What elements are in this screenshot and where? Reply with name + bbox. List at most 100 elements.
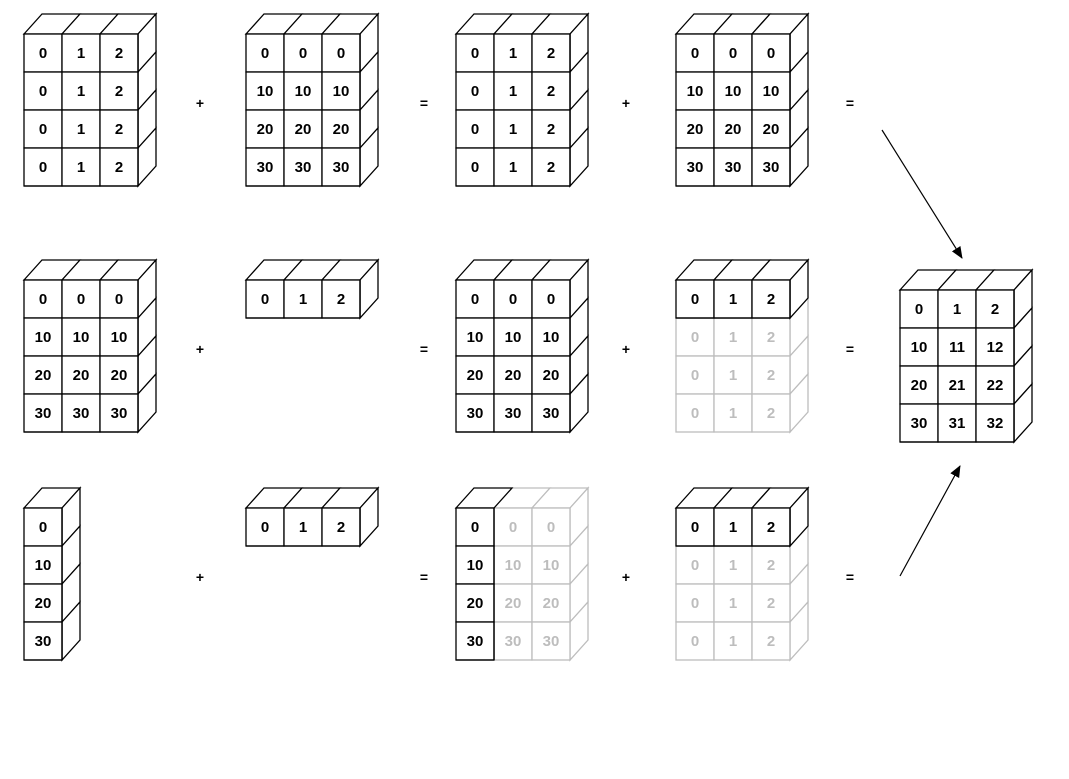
cell-value: 30 bbox=[295, 159, 312, 176]
cell bbox=[675, 109, 715, 149]
cell-value: 10 bbox=[505, 557, 522, 574]
cell-value: 20 bbox=[467, 367, 484, 384]
cell bbox=[493, 109, 533, 149]
cell-value: 10 bbox=[111, 329, 128, 346]
cell-value: 20 bbox=[467, 595, 484, 612]
cell-value: 20 bbox=[543, 367, 560, 384]
plus-operator: + bbox=[622, 569, 630, 585]
cell bbox=[99, 71, 139, 111]
cell-value: 30 bbox=[111, 405, 128, 422]
cell bbox=[531, 507, 571, 547]
plus-operator: + bbox=[622, 95, 630, 111]
cell bbox=[61, 71, 101, 111]
cell-value: 30 bbox=[543, 633, 560, 650]
cell-value: 20 bbox=[687, 121, 704, 138]
cell bbox=[713, 71, 753, 111]
cell bbox=[713, 317, 753, 357]
cell-value: 1 bbox=[509, 45, 517, 62]
cell-value: 30 bbox=[763, 159, 780, 176]
cell bbox=[61, 279, 101, 319]
cell-value: 20 bbox=[35, 595, 52, 612]
cell-value: 30 bbox=[543, 405, 560, 422]
arrow-bottom bbox=[899, 465, 961, 577]
cell bbox=[751, 545, 791, 585]
cell bbox=[493, 621, 533, 661]
cell-value: 0 bbox=[691, 595, 699, 612]
cell bbox=[713, 109, 753, 149]
cell bbox=[751, 71, 791, 111]
cell-value: 20 bbox=[73, 367, 90, 384]
cell-value: 0 bbox=[691, 329, 699, 346]
cell bbox=[751, 621, 791, 661]
cell-value: 20 bbox=[763, 121, 780, 138]
equals-operator: = bbox=[420, 95, 428, 111]
cell bbox=[675, 621, 715, 661]
cell-value: 10 bbox=[73, 329, 90, 346]
arrows-layer bbox=[881, 129, 963, 577]
cell-value: 0 bbox=[691, 45, 699, 62]
cell-value: 1 bbox=[729, 291, 737, 308]
cell-value: 2 bbox=[115, 159, 123, 176]
cell bbox=[99, 109, 139, 149]
cell-value: 0 bbox=[471, 121, 479, 138]
cell-value: 30 bbox=[73, 405, 90, 422]
operators-layer: +=+=+=+=+=+= bbox=[196, 95, 854, 585]
cell-value: 10 bbox=[35, 557, 52, 574]
cell-value: 0 bbox=[691, 519, 699, 536]
cell-value: 2 bbox=[115, 121, 123, 138]
cell bbox=[61, 393, 101, 433]
cell-value: 2 bbox=[547, 121, 555, 138]
cell-value: 30 bbox=[687, 159, 704, 176]
cell-value: 0 bbox=[547, 291, 555, 308]
cell bbox=[531, 33, 571, 73]
cell-value: 0 bbox=[691, 633, 699, 650]
cell-value: 20 bbox=[111, 367, 128, 384]
cell bbox=[23, 147, 63, 187]
cell bbox=[23, 583, 63, 623]
cell bbox=[531, 317, 571, 357]
cell bbox=[99, 279, 139, 319]
cell bbox=[321, 507, 361, 547]
cell bbox=[751, 583, 791, 623]
cell bbox=[455, 545, 495, 585]
cell bbox=[283, 109, 323, 149]
cell-value: 1 bbox=[729, 367, 737, 384]
cell bbox=[675, 71, 715, 111]
cell bbox=[23, 621, 63, 661]
cell-value: 1 bbox=[729, 633, 737, 650]
cell bbox=[245, 147, 285, 187]
cell-value: 0 bbox=[691, 291, 699, 308]
cell bbox=[675, 507, 715, 547]
cell bbox=[245, 507, 285, 547]
cell-value: 2 bbox=[115, 45, 123, 62]
cell-value: 10 bbox=[35, 329, 52, 346]
cell-value: 0 bbox=[39, 83, 47, 100]
cell-value: 10 bbox=[763, 83, 780, 100]
cell-value: 0 bbox=[261, 291, 269, 308]
cell-value: 20 bbox=[295, 121, 312, 138]
cell-value: 30 bbox=[333, 159, 350, 176]
cell-value: 2 bbox=[767, 633, 775, 650]
cell-value: 10 bbox=[467, 329, 484, 346]
cell-value: 2 bbox=[767, 519, 775, 536]
cell-value: 10 bbox=[687, 83, 704, 100]
plus-operator: + bbox=[196, 95, 204, 111]
equals-operator: = bbox=[420, 569, 428, 585]
equals-operator: = bbox=[846, 341, 854, 357]
cell-value: 2 bbox=[767, 329, 775, 346]
cell-value: 30 bbox=[35, 405, 52, 422]
cell bbox=[975, 403, 1015, 443]
cell bbox=[675, 279, 715, 319]
cell bbox=[937, 365, 977, 405]
cell-value: 20 bbox=[333, 121, 350, 138]
cell-value: 1 bbox=[729, 405, 737, 422]
cell-value: 30 bbox=[35, 633, 52, 650]
cell-value: 0 bbox=[471, 159, 479, 176]
